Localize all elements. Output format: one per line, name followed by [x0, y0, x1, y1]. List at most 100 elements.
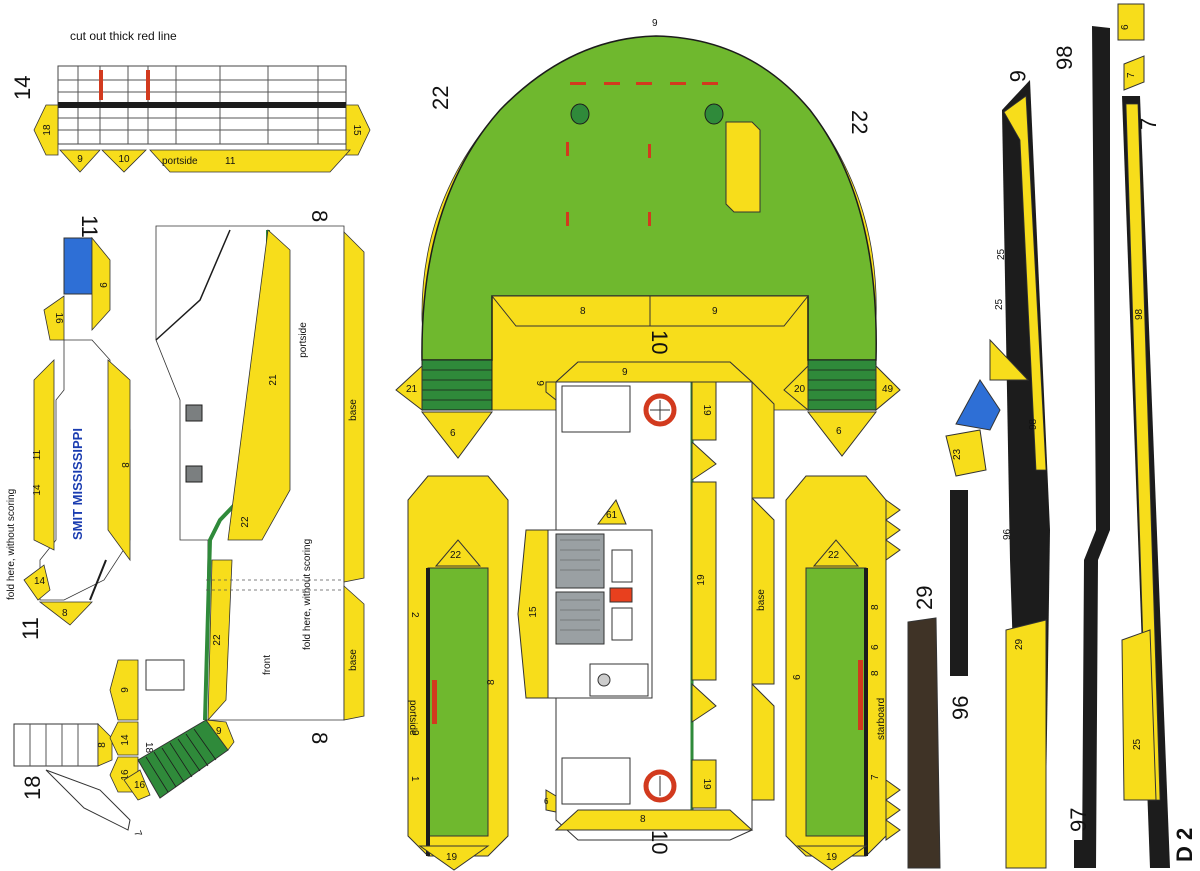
label-19: 19: [446, 852, 458, 863]
label-6: 6: [870, 644, 881, 650]
label-18b: 18: [143, 742, 154, 754]
label-14: 14: [32, 484, 43, 496]
name-panel: 11 9 16 14 11 8 SMIT MISSISSIPPI fold he…: [6, 215, 131, 640]
label-19c: 19: [701, 778, 712, 790]
label-8b: 8: [62, 608, 68, 619]
label-98-top: 98: [1052, 46, 1077, 70]
label-6b: 6: [544, 797, 549, 806]
label-10-bottom: 10: [647, 830, 672, 854]
label-base: base: [756, 589, 767, 611]
label-22: 22: [828, 550, 840, 561]
label-9: 9: [622, 367, 628, 378]
label-front: front: [262, 655, 273, 675]
label-20: 6: [836, 426, 842, 437]
label-9: 9: [97, 282, 108, 288]
label-6b: 6: [792, 674, 803, 680]
label-2: 2: [409, 612, 420, 618]
label-8b: 8: [870, 670, 881, 676]
label-11b: 11: [18, 617, 43, 640]
label-8: 8: [119, 462, 130, 468]
label-9: 9: [77, 154, 83, 165]
label-25b: 25: [1132, 738, 1143, 750]
right-parts: 6 25 98 98 6 7 7 98 25 23 96 29 96 29 97…: [907, 3, 1197, 869]
label-14b: 14: [34, 576, 46, 587]
label-portside: portside: [298, 322, 309, 358]
label-9-top: 9: [652, 18, 658, 29]
center-part: 9 19 base 6 19 61 15 19 8: [517, 361, 775, 854]
label-8a: 8: [870, 604, 881, 610]
label-7: 7: [870, 774, 881, 780]
label-29a: 29: [1014, 638, 1025, 650]
label-22-right: 22: [847, 110, 872, 134]
side-wall-number: 8: [307, 210, 332, 222]
label-7-top: 7: [1136, 118, 1161, 130]
label-19b: 19: [696, 574, 707, 586]
small-parts: 8 18 7 9 14 16 18 16 9: [13, 659, 235, 839]
label-14: 14: [120, 734, 131, 746]
label-starboard: starboard: [876, 698, 887, 740]
label-8: 8: [580, 306, 586, 317]
boat-name: SMIT MISSISSIPPI: [70, 428, 85, 540]
page-label: D 2: [1172, 828, 1197, 862]
label-10: 10: [118, 154, 130, 165]
label-8-bottom: 8: [307, 732, 332, 744]
label-61: 61: [606, 510, 618, 521]
label-15: 15: [351, 124, 362, 136]
label-22-left: 22: [428, 86, 453, 110]
label-6b: 6: [1120, 24, 1131, 30]
label-21: 21: [268, 374, 279, 386]
part-14: cut out thick red line 14 18 15 9 10: [10, 29, 371, 173]
label-9: 9: [120, 687, 131, 693]
label-1: 1: [409, 776, 420, 782]
label-15: 15: [528, 606, 539, 618]
label-portside: portside: [407, 700, 418, 736]
label-9-left: 21: [406, 384, 418, 395]
label-97: 97: [1066, 808, 1091, 832]
label-23: 23: [952, 448, 963, 460]
label-6-right: 49: [882, 384, 894, 395]
label-11: 11: [225, 156, 236, 167]
label-6-left: 20: [794, 384, 806, 395]
label-18: 18: [42, 124, 53, 136]
label-22: 22: [240, 516, 251, 528]
cut-instruction: cut out thick red line: [70, 29, 177, 43]
fold-note-2: fold here, without scoring: [302, 539, 313, 650]
label-10: 10: [647, 330, 672, 354]
label-8: 8: [640, 814, 646, 825]
left-side-panel: 22 portside 2 9 1 8 19: [407, 475, 509, 871]
label-9b: 9: [216, 726, 222, 737]
label-19: 19: [826, 852, 838, 863]
side-wall: 21 22 22 portside front fold here, witho…: [155, 210, 365, 744]
label-6: 6: [536, 380, 547, 386]
name-panel-number: 11: [77, 215, 102, 238]
label-19a: 19: [701, 404, 712, 416]
part-14-number: 14: [10, 76, 35, 100]
right-side-panel: 22 8 6 8 starboard 7 6 19: [785, 475, 901, 871]
label-18: 18: [20, 776, 45, 800]
label-25: 25: [996, 248, 1007, 260]
label-21: 6: [450, 428, 456, 439]
label-9: 9: [409, 730, 420, 736]
label-6-top: 6: [1005, 70, 1030, 82]
label-base: base: [348, 399, 359, 421]
label-98b: 98: [1134, 308, 1145, 320]
label-8: 8: [486, 679, 497, 685]
deck-part: 8 9 10 22 22 9 21 6 20 6 49: [395, 18, 901, 459]
label-96b: 96: [1002, 528, 1013, 540]
label-portside: portside: [162, 156, 198, 167]
label-16: 16: [53, 312, 64, 324]
label-7: 7: [131, 829, 143, 838]
label-96: 96: [948, 696, 973, 720]
label-22: 22: [450, 550, 462, 561]
fold-note: fold here, without scoring: [6, 489, 17, 600]
label-29: 29: [912, 586, 937, 610]
label-7b: 7: [1126, 72, 1137, 78]
label-base-2: base: [348, 649, 359, 671]
label-25c: 25: [994, 298, 1005, 310]
label-22b: 22: [212, 634, 223, 646]
label-16: 16: [120, 769, 131, 781]
label-16b: 16: [134, 780, 146, 791]
label-8: 8: [97, 742, 108, 748]
label-9: 9: [712, 306, 718, 317]
